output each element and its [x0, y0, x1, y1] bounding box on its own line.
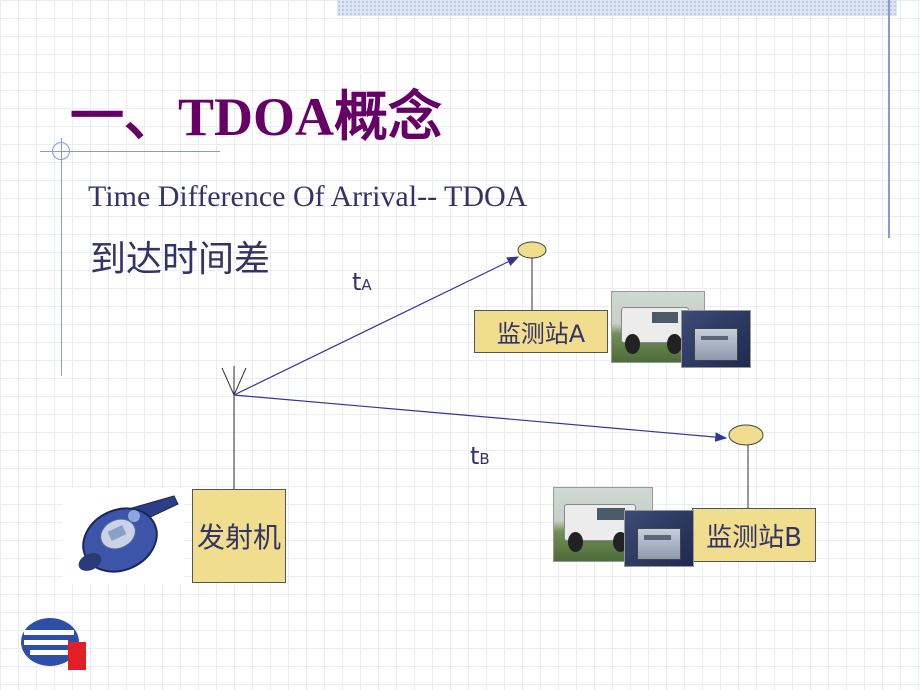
antenna-icon — [221, 366, 247, 490]
equipment-photo-a — [681, 310, 751, 368]
station-a-antenna — [517, 241, 547, 259]
signal-path-a — [233, 256, 520, 396]
right-accent-line — [888, 0, 890, 238]
equipment-photo-b — [624, 510, 694, 567]
time-label-b: tB — [470, 442, 490, 470]
station-b-box: 监测站B — [692, 508, 816, 562]
time-label-a: tA — [352, 268, 372, 296]
vehicle-photo-a — [611, 291, 705, 363]
header-dotted-band — [337, 0, 897, 16]
decor-horizontal-line — [40, 151, 220, 152]
station-a-box: 监测站A — [474, 310, 608, 353]
decor-circle — [52, 142, 70, 160]
station-b-antenna — [728, 424, 764, 446]
decor-vertical-line — [61, 138, 62, 376]
signal-path-b — [233, 394, 728, 442]
company-logo — [20, 616, 88, 672]
walkie-talkie-image — [62, 488, 184, 584]
subtitle-english: Time Difference Of Arrival-- TDOA — [88, 180, 528, 213]
subtitle-chinese: 到达时间差 — [90, 239, 271, 280]
transmitter-box: 发射机 — [192, 489, 286, 583]
slide-title: 一、TDOA概念 — [70, 87, 443, 147]
